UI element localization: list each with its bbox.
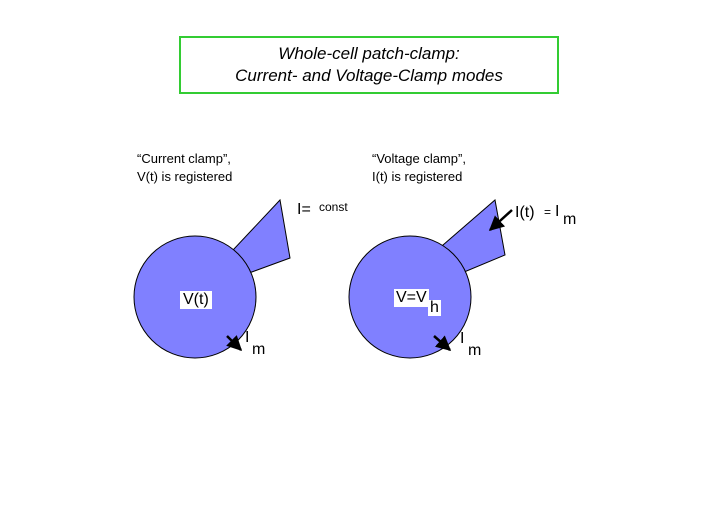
voltage-clamp-im-i: I bbox=[460, 330, 465, 347]
current-clamp-caption-line-1: “Current clamp”, bbox=[137, 151, 231, 166]
current-clamp-im-sub: m bbox=[252, 341, 266, 358]
current-clamp-im-i: I bbox=[245, 329, 250, 346]
title-line-1: Whole-cell patch-clamp: bbox=[278, 44, 460, 63]
voltage-clamp-im-sub: m bbox=[468, 342, 482, 359]
title-line-2: Current- and Voltage-Clamp modes bbox=[235, 66, 503, 85]
voltage-clamp-cell-label: V=V bbox=[394, 289, 429, 307]
voltage-clamp-im-arrow bbox=[433, 335, 452, 351]
voltage-clamp-cell-label-sub: h bbox=[428, 299, 441, 316]
voltage-clamp-caption-line-2: I(t) is registered bbox=[372, 169, 463, 184]
current-clamp-pipette-i-label: I= bbox=[297, 201, 311, 218]
current-clamp-cell-group bbox=[133, 198, 291, 359]
voltage-clamp-it-arrow bbox=[488, 209, 513, 232]
voltage-clamp-caption: “Voltage clamp”, I(t) is registered bbox=[372, 150, 466, 186]
current-clamp-caption-line-2: V(t) is registered bbox=[137, 169, 233, 184]
voltage-clamp-cell-group bbox=[348, 199, 513, 359]
voltage-clamp-pipette-sub-label: m bbox=[563, 211, 577, 228]
current-clamp-cell-label: V(t) bbox=[180, 291, 212, 309]
title-box: Whole-cell patch-clamp: Current- and Vol… bbox=[179, 36, 559, 94]
voltage-clamp-pipette-it-label: I(t) bbox=[515, 204, 535, 221]
voltage-clamp-pipette-i-label: I bbox=[555, 203, 560, 220]
current-clamp-im-arrow bbox=[226, 335, 243, 352]
voltage-clamp-pipette-eq-label: = bbox=[544, 205, 552, 219]
current-clamp-pipette-const-label: const bbox=[319, 200, 348, 214]
voltage-clamp-caption-line-1: “Voltage clamp”, bbox=[372, 151, 466, 166]
current-clamp-caption: “Current clamp”, V(t) is registered bbox=[137, 150, 232, 186]
